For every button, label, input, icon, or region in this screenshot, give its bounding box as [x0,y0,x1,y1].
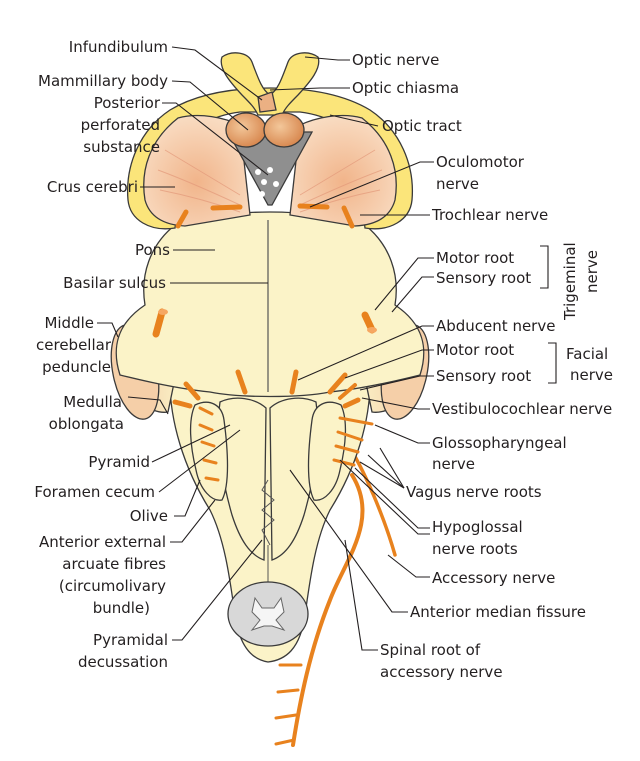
crus-cerebri-left [143,114,251,227]
label-medulla-1: Medulla [63,393,122,411]
label-hypoglossal-1: Hypoglossal [432,518,523,536]
label-posterior-1: Posterior [94,94,161,112]
label-basilar-sulcus: Basilar sulcus [63,274,166,292]
label-arcuate-2: arcuate fibres [62,555,166,573]
label-glossopharyngeal-2: nerve [432,455,475,473]
label-spinal-root-1: Spinal root of [380,641,481,659]
label-facial-sensory: Sensory root [436,367,531,385]
label-posterior-3: substance [83,138,160,156]
label-optic-nerve: Optic nerve [352,51,439,69]
mammillary-body-left [225,112,267,148]
label-mammillary-body: Mammillary body [38,72,168,90]
label-trochlear: Trochlear nerve [431,206,548,224]
label-trigeminal-motor: Motor root [436,249,514,267]
glossopharyngeal-vagus-roots [198,406,374,482]
label-foramen-cecum: Foramen cecum [34,483,155,501]
label-crus-cerebri: Crus cerebri [47,178,138,196]
label-decussation-1: Pyramidal [93,631,168,649]
grey-matter [250,596,286,632]
vestibulocochlear-nerve [172,397,361,409]
label-mcp-3: peduncle [42,358,111,376]
facial-nerve [183,372,357,401]
label-olive: Olive [130,507,168,525]
label-arcuate-4: bundle) [93,599,150,617]
optic-nerves [220,52,320,116]
label-glossopharyngeal-1: Glossopharyngeal [432,434,567,452]
label-facial-motor: Motor root [436,341,514,359]
label-vestibulocochlear: Vestibulocochlear nerve [432,400,612,418]
facial-bracket [548,342,557,384]
label-trigeminal-2: nerve [583,250,601,293]
trigeminal-bracket [540,245,549,289]
label-accessory: Accessory nerve [432,569,555,587]
crus-cerebri-right [289,114,397,227]
label-abducent: Abducent nerve [436,317,555,335]
label-posterior-2: perforated [81,116,160,134]
label-mcp-2: cerebellar [36,336,112,354]
crus-striations [157,149,383,213]
trigeminal-nerve [152,308,377,338]
label-facial-2: nerve [570,366,613,384]
perforations [255,167,279,197]
label-mcp-1: Middle [44,314,94,332]
label-arcuate-3: (circumolivary [59,577,166,595]
label-spinal-root-2: accessory nerve [380,663,503,681]
label-optic-chiasma: Optic chiasma [352,79,459,97]
trochlear-nerve [175,205,355,229]
label-trigeminal-1: Trigeminal [561,242,579,321]
label-oculomotor-1: Oculomotor [436,153,525,171]
label-decussation-2: decussation [78,653,168,671]
label-pons: Pons [135,241,170,259]
mammillary-body-right [263,112,305,148]
leader-lines [97,46,434,651]
infundibulum [257,91,277,113]
oculomotor-nerve [210,203,330,211]
label-oculomotor-2: nerve [436,175,479,193]
label-vagus: Vagus nerve roots [406,483,542,501]
olive-left [189,401,229,501]
label-hypoglossal-2: nerve roots [432,540,518,558]
spinal-accessory-root [274,473,365,747]
label-optic-tract: Optic tract [382,117,462,135]
label-arcuate-1: Anterior external [39,533,166,551]
abducent-nerve [235,369,299,395]
label-medulla-2: oblongata [49,415,124,433]
decussation-lines [261,479,275,546]
label-trigeminal-sensory: Sensory root [436,269,531,287]
label-facial-1: Facial [566,345,608,363]
pons [115,211,425,398]
label-anterior-median: Anterior median fissure [410,603,586,621]
label-pyramid: Pyramid [88,453,150,471]
label-infundibulum: Infundibulum [69,38,168,56]
